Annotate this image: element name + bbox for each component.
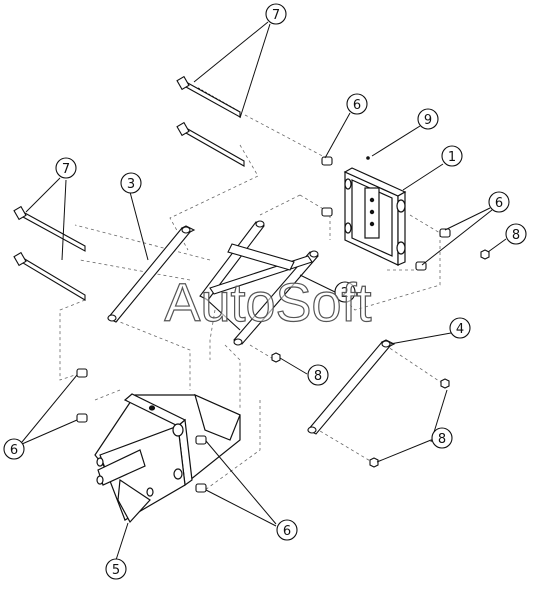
svg-text:9: 9 xyxy=(424,113,432,128)
watermark-logo: AutoSoft xyxy=(164,273,371,333)
leader-lines xyxy=(21,21,507,561)
callout-7-left: 7 xyxy=(55,157,77,179)
callout-6-top: 6 xyxy=(346,93,368,115)
frame-part-2 xyxy=(199,220,319,346)
svg-text:1: 1 xyxy=(448,150,456,165)
callout-6-left: 6 xyxy=(3,438,25,460)
svg-text:5: 5 xyxy=(112,563,120,578)
callout-8-right: 8 xyxy=(505,223,527,245)
callout-6-bottom: 6 xyxy=(276,519,298,541)
bolt-part-7-left xyxy=(13,205,86,301)
svg-text:6: 6 xyxy=(283,524,291,539)
callout-7-top: 7 xyxy=(265,3,287,25)
base-bracket-part-5 xyxy=(94,393,241,524)
callout-bubbles: 7 6 9 1 6 8 7 3 2 4 8 8 6 6 5 xyxy=(3,3,527,580)
callout-3: 3 xyxy=(120,172,142,194)
svg-text:8: 8 xyxy=(314,369,322,384)
bolt-part-7-upper xyxy=(176,75,245,167)
pin-part-9 xyxy=(366,156,370,160)
callout-1: 1 xyxy=(441,145,463,167)
mounting-bracket-part-1 xyxy=(343,167,407,266)
svg-text:8: 8 xyxy=(512,228,520,243)
svg-text:2: 2 xyxy=(341,286,349,301)
callout-8-middle: 8 xyxy=(307,364,329,386)
callout-2: 2 xyxy=(334,281,356,303)
svg-text:7: 7 xyxy=(62,162,70,177)
callout-6-right: 6 xyxy=(488,191,510,213)
callout-8-lower: 8 xyxy=(431,427,453,449)
link-bar-part-3 xyxy=(107,225,196,323)
svg-text:8: 8 xyxy=(438,432,446,447)
svg-text:6: 6 xyxy=(495,196,503,211)
link-bar-part-4 xyxy=(307,339,396,435)
callout-9: 9 xyxy=(417,108,439,130)
svg-text:3: 3 xyxy=(127,177,135,192)
svg-text:7: 7 xyxy=(272,8,280,23)
nuts-part-8 xyxy=(271,249,490,468)
svg-text:6: 6 xyxy=(10,443,18,458)
callout-5: 5 xyxy=(105,558,127,580)
svg-text:6: 6 xyxy=(353,98,361,113)
callout-4: 4 xyxy=(449,317,471,339)
svg-text:4: 4 xyxy=(456,322,464,337)
